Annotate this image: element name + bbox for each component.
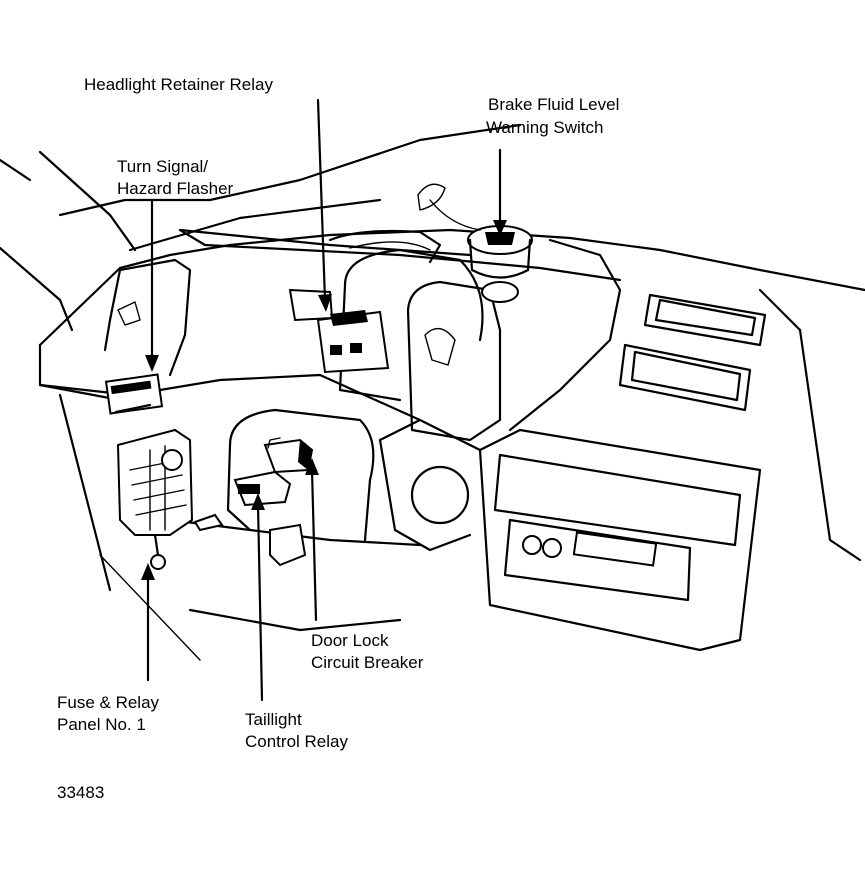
arrow-headlight-relay — [316, 98, 327, 302]
door-lock-circuit-breaker — [263, 437, 314, 474]
brake-fluid-reservoir — [417, 183, 533, 303]
taillight-control-relay — [233, 470, 307, 567]
dashboard-outline — [38, 228, 865, 661]
radio-console — [478, 288, 862, 652]
lower-panel — [378, 418, 482, 552]
leader-arrows — [141, 98, 507, 702]
instrument-hood — [406, 280, 502, 442]
taillight-label-line2: Control Relay — [245, 732, 348, 751]
figure-number: 33483 — [57, 783, 105, 802]
fuse-relay-panel — [116, 428, 224, 570]
turn-signal-flasher-unit — [104, 373, 164, 415]
steering-column-cover — [226, 408, 375, 542]
arrow-taillight — [256, 503, 264, 702]
door-lock-label-line1: Door Lock — [311, 631, 389, 650]
windshield-frame — [0, 123, 522, 332]
headlight-retainer-relay-unit — [288, 288, 390, 374]
fuse-relay-label-line2: Panel No. 1 — [57, 715, 146, 734]
fuse-relay-label-line1: Fuse & Relay — [57, 693, 160, 712]
brake-fluid-label-line1: Brake Fluid Level — [488, 95, 620, 114]
door-lock-label-line2: Circuit Breaker — [311, 653, 424, 672]
flasher-housing — [103, 258, 192, 377]
center-vents — [618, 293, 767, 412]
headlight-retainer-relay-label: Headlight Retainer Relay — [84, 75, 273, 94]
arrow-door-lock — [310, 468, 318, 622]
turn-signal-label-line2: Hazard Flasher — [117, 179, 234, 198]
taillight-label-line1: Taillight — [245, 710, 302, 729]
turn-signal-label-line1: Turn Signal/ — [117, 157, 209, 176]
brake-fluid-label-line2: Warning Switch — [486, 118, 604, 137]
